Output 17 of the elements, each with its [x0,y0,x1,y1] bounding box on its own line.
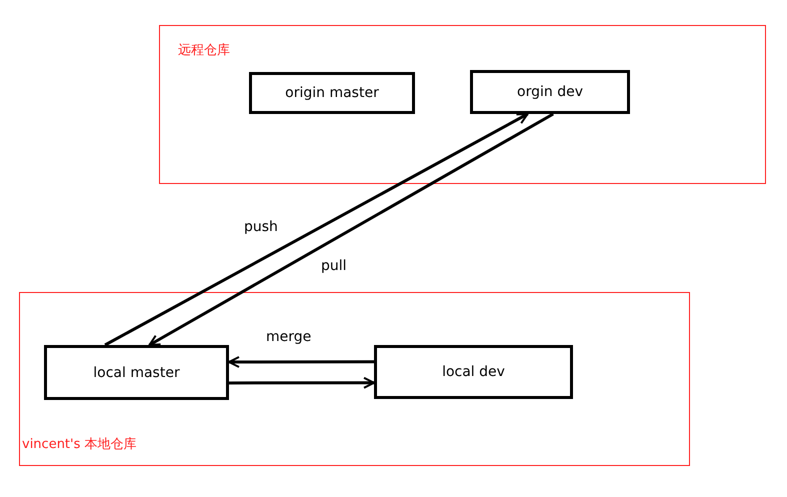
group-title: 远程仓库 [178,42,230,59]
branch-box [374,345,573,399]
edge-label: push [242,219,280,235]
branch-name: orgin dev [517,84,583,100]
branch-name: origin master [285,85,379,101]
branch-box [44,345,229,400]
arrow [148,112,554,346]
arrow [104,112,529,346]
branch-box [470,70,630,114]
branch-name: local master [93,364,180,380]
arrow [229,376,375,389]
branch-name: local dev [442,364,505,380]
repository-frame [19,292,690,466]
repository-frame [159,25,766,184]
branch-box [249,72,415,114]
arrow [228,356,374,368]
group-title: vincent's 本地仓库 [22,436,137,453]
